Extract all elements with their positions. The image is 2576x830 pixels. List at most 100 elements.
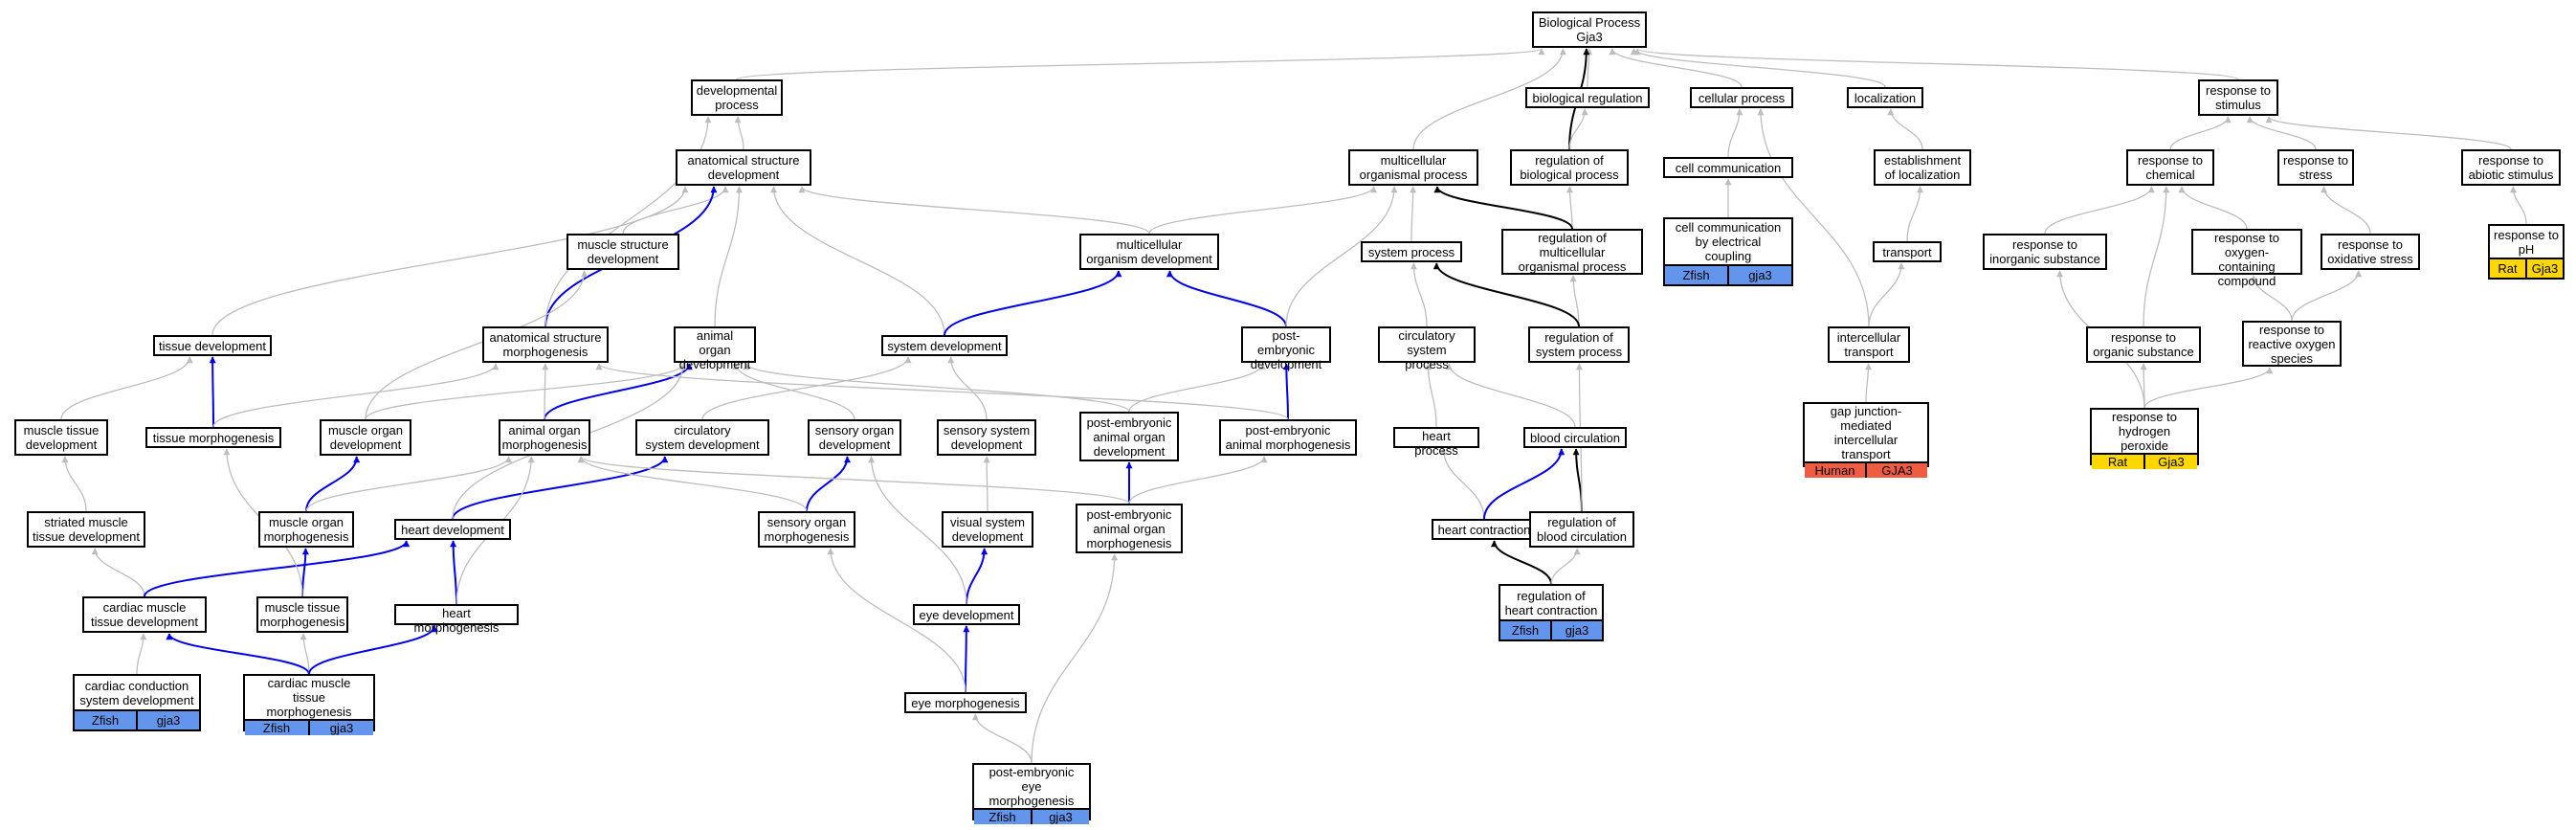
edge-is-a bbox=[736, 48, 1545, 80]
go-term-reg-multi[interactable]: regulation of multicellular organismal p… bbox=[1501, 229, 1643, 275]
go-term-resp-oxy[interactable]: response to oxygen-containing compound bbox=[2191, 229, 2302, 288]
gene-label: gja3 bbox=[1550, 621, 1602, 639]
go-term-cell-comm[interactable]: cell communication bbox=[1663, 157, 1793, 178]
go-term-muscle-organ-morph[interactable]: muscle organ morphogenesis bbox=[258, 511, 354, 548]
go-term-label: cell communication by electrical couplin… bbox=[1675, 220, 1782, 263]
edge-is-a bbox=[1757, 108, 1870, 327]
go-term-label: muscle organ morphogenesis bbox=[263, 515, 349, 544]
go-term-pe-animal-organ-dev[interactable]: post-embryonic animal organ development bbox=[1079, 412, 1179, 461]
go-term-label: cell communication bbox=[1675, 160, 1782, 175]
edge-is-a bbox=[701, 356, 912, 420]
go-term-label: anatomical structure development bbox=[687, 153, 800, 182]
go-term-pe-animal-organ-morph[interactable]: post-embryonic animal organ morphogenesi… bbox=[1076, 504, 1183, 553]
go-term-resp-inorg[interactable]: response to inorganic substance bbox=[1983, 234, 2107, 270]
go-term-reg-bio[interactable]: regulation of biological process bbox=[1510, 149, 1629, 186]
go-term-sens-organ-morph[interactable]: sensory organ morphogenesis bbox=[758, 511, 855, 548]
go-term-anat-dev[interactable]: anatomical structure development bbox=[676, 149, 811, 186]
edge-is-a bbox=[714, 186, 743, 327]
go-term-label: response to abiotic stimulus bbox=[2468, 153, 2554, 182]
go-term-resp-stress[interactable]: response to stress bbox=[2277, 149, 2354, 186]
go-term-multi-org-dev[interactable]: multicellular organism development bbox=[1079, 234, 1219, 270]
go-term-animal-organ-dev[interactable]: animal organ development bbox=[674, 326, 756, 371]
species-label: Rat bbox=[2498, 261, 2518, 276]
go-term-cardiac-muscle-dev[interactable]: cardiac muscle tissue development bbox=[82, 596, 207, 633]
go-term-sens-organ-dev[interactable]: sensory organ development bbox=[808, 419, 901, 456]
go-term-tissue-morph[interactable]: tissue morphogenesis bbox=[145, 427, 281, 448]
edge-part-of bbox=[301, 548, 309, 597]
go-term-sys-proc[interactable]: system process bbox=[1361, 241, 1462, 262]
go-term-label: post-embryonic animal organ development bbox=[1086, 415, 1172, 459]
go-term-label: regulation of blood circulation bbox=[1537, 515, 1627, 544]
go-term-label: response to oxygen-containing compound bbox=[2214, 231, 2279, 288]
go-term-cell-proc[interactable]: cellular process bbox=[1690, 87, 1793, 108]
go-term-reg-blood-circ[interactable]: regulation of blood circulation bbox=[1529, 511, 1634, 548]
go-term-striated-muscle[interactable]: striated muscle tissue development bbox=[27, 511, 145, 548]
go-term-circ-sys-dev[interactable]: circulatory system development bbox=[635, 419, 769, 456]
go-term-muscle-struct[interactable]: muscle structure development bbox=[566, 234, 679, 270]
go-term-resp-ros[interactable]: response to reactive oxygen species bbox=[2242, 321, 2342, 367]
go-term-label: animal organ development bbox=[678, 328, 751, 371]
edge-is-a bbox=[1550, 548, 1581, 585]
go-term-resp-stim[interactable]: response to stimulus bbox=[2198, 79, 2278, 116]
go-term-muscle-tissue-morph[interactable]: muscle tissue morphogenesis bbox=[256, 596, 348, 633]
go-term-anat-morph[interactable]: anatomical structure morphogenesis bbox=[482, 326, 609, 363]
go-term-muscle-organ-dev[interactable]: muscle organ development bbox=[320, 419, 411, 456]
edge-is-a bbox=[61, 456, 87, 512]
go-term-animal-organ-morph[interactable]: animal organ morphogenesis bbox=[499, 419, 590, 456]
go-term-multi-proc[interactable]: multicellular organismal process bbox=[1348, 149, 1478, 186]
gene-label: GJA3 bbox=[1865, 463, 1927, 478]
go-term-label: animal organ morphogenesis bbox=[501, 423, 588, 452]
go-term-eye-dev[interactable]: eye development bbox=[913, 604, 1020, 625]
edge-part-of bbox=[209, 356, 216, 428]
edge-is-a bbox=[212, 363, 500, 428]
go-term-label: circulatory system process bbox=[1398, 328, 1455, 371]
go-term-bp[interactable]: Biological Process Gja3 bbox=[1532, 11, 1647, 48]
go-term-cell-comm-elec[interactable]: cell communication by electrical couplin… bbox=[1663, 217, 1793, 286]
edge-is-a bbox=[1425, 363, 1437, 428]
go-term-heart-proc[interactable]: heart process bbox=[1393, 427, 1479, 458]
edge-is-a bbox=[743, 363, 1130, 413]
go-term-resp-chem[interactable]: response to chemical bbox=[2126, 149, 2214, 186]
go-term-sens-sys-dev[interactable]: sensory system development bbox=[937, 419, 1036, 456]
go-term-localization[interactable]: localization bbox=[1847, 87, 1923, 108]
species-label: Human bbox=[1814, 463, 1855, 478]
go-term-dev-proc[interactable]: developmental process bbox=[691, 79, 783, 116]
go-term-label: muscle tissue morphogenesis bbox=[259, 600, 345, 629]
go-term-visual-sys-dev[interactable]: visual system development bbox=[942, 511, 1033, 548]
edge-is-a bbox=[1609, 48, 1743, 88]
go-term-label: heart contraction bbox=[1437, 522, 1531, 537]
go-term-transport[interactable]: transport bbox=[1873, 241, 1942, 262]
go-term-resp-org[interactable]: response to organic substance bbox=[2086, 326, 2201, 363]
go-term-heart-morph[interactable]: heart morphogenesis bbox=[394, 604, 519, 635]
go-term-pe-animal-morph[interactable]: post-embryonic animal morphogenesis bbox=[1219, 419, 1357, 456]
go-term-resp-oxstress[interactable]: response to oxidative stress bbox=[2321, 234, 2420, 270]
go-term-intercell-transport[interactable]: intercellular transport bbox=[1828, 326, 1910, 363]
go-term-heart-dev[interactable]: heart development bbox=[394, 519, 511, 540]
go-term-system-dev[interactable]: system development bbox=[881, 335, 1008, 356]
edge-is-a bbox=[2291, 270, 2363, 322]
go-term-label: sensory organ morphogenesis bbox=[764, 515, 850, 544]
go-term-est-loc[interactable]: establishment of localization bbox=[1874, 149, 1971, 186]
go-term-gap-junction[interactable]: gap junction-mediated intercellular tran… bbox=[1803, 402, 1929, 478]
go-term-tissue-dev[interactable]: tissue development bbox=[153, 335, 272, 356]
go-term-reg-sys-proc[interactable]: regulation of system process bbox=[1528, 326, 1630, 363]
go-term-heart-contraction[interactable]: heart contraction bbox=[1432, 519, 1537, 540]
go-term-pe-dev[interactable]: post-embryonic development bbox=[1241, 326, 1331, 371]
gene-label: Gja3 bbox=[2525, 259, 2563, 278]
go-term-muscle-tissue-dev[interactable]: muscle tissue development bbox=[14, 419, 108, 456]
go-term-eye-morph[interactable]: eye morphogenesis bbox=[904, 692, 1027, 713]
edge-part-of bbox=[544, 363, 693, 420]
go-term-blood-circ[interactable]: blood circulation bbox=[1523, 427, 1627, 448]
go-term-circ-sys-proc[interactable]: circulatory system process bbox=[1378, 326, 1476, 371]
edge-is-a bbox=[211, 186, 689, 336]
edge-is-a bbox=[1128, 363, 1266, 413]
go-term-bio-reg[interactable]: biological regulation bbox=[1525, 87, 1650, 108]
go-term-resp-abiotic[interactable]: response to abiotic stimulus bbox=[2461, 149, 2561, 186]
